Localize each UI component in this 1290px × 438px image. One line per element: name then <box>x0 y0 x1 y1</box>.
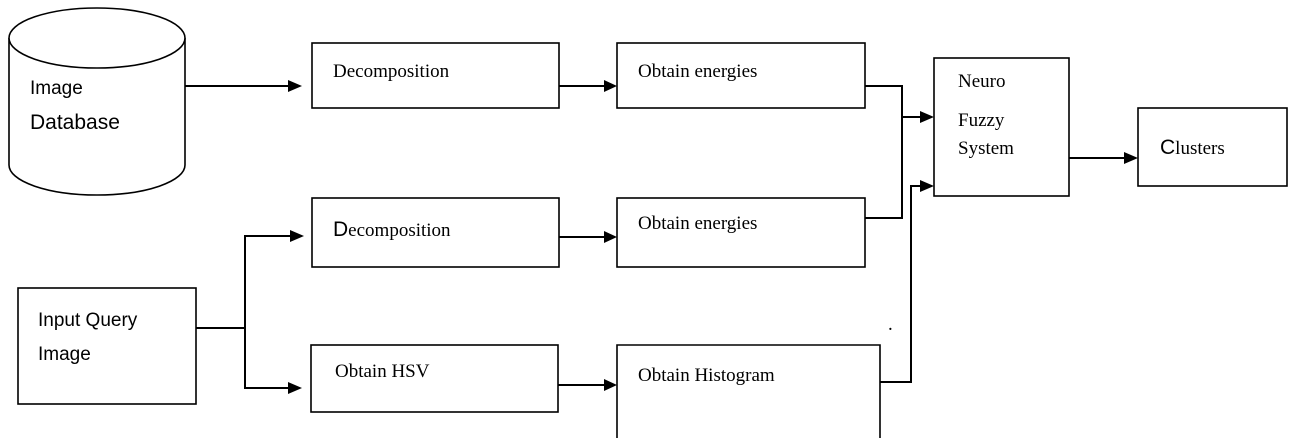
edge-energies-bottom-to-neuro-fuzzy <box>865 117 903 219</box>
decomposition-top-node: Decomposition <box>311 42 560 109</box>
image-database-label-line1: Image <box>30 78 83 99</box>
edge-decomposition-to-energies-bottom <box>559 231 617 243</box>
decomposition-top-label: Decomposition <box>333 61 450 82</box>
edge-decomposition-to-energies-top <box>559 80 617 92</box>
obtain-histogram-node: Obtain Histogram <box>616 344 881 438</box>
decomposition-bottom-label: Decomposition <box>333 218 451 241</box>
decomposition-bottom-node: Decomposition <box>311 197 560 268</box>
edge-energies-top-to-neuro-fuzzy <box>865 85 934 123</box>
edge-database-to-decomposition <box>185 80 302 92</box>
edge-input-to-hsv <box>244 328 302 394</box>
obtain-energies-bottom-node: Obtain energies <box>616 197 866 268</box>
edge-neuro-fuzzy-to-clusters <box>1069 152 1138 164</box>
clusters-label-rest: lusters <box>1175 138 1225 159</box>
decomposition-bottom-rest: ecomposition <box>348 220 451 241</box>
clusters-label: Clusters <box>1160 136 1225 159</box>
neuro-fuzzy-system-node: Neuro Fuzzy System <box>933 57 1070 197</box>
obtain-hsv-node: Obtain HSV <box>310 344 559 413</box>
neuro-fuzzy-line1: Neuro <box>958 71 1005 92</box>
clusters-node: Clusters <box>1137 107 1288 187</box>
neuro-fuzzy-line2: Fuzzy <box>958 110 1005 131</box>
obtain-hsv-label: Obtain HSV <box>335 361 430 382</box>
stray-dot: . <box>888 314 893 335</box>
obtain-energies-top-label: Obtain energies <box>638 61 757 82</box>
image-database-node: Image Database <box>8 7 186 196</box>
obtain-energies-bottom-label: Obtain energies <box>638 213 757 234</box>
input-query-image-node: Input Query Image <box>17 287 197 405</box>
edge-hsv-to-histogram <box>558 379 617 391</box>
edge-input-to-decomposition <box>196 230 304 329</box>
input-query-line1: Input Query <box>38 310 138 331</box>
obtain-histogram-label: Obtain Histogram <box>638 365 775 386</box>
edge-histogram-to-neuro-fuzzy <box>880 180 934 383</box>
image-database-label-line2: Database <box>30 111 120 134</box>
input-query-line2: Image <box>38 344 91 365</box>
obtain-energies-top-node: Obtain energies <box>616 42 866 109</box>
clusters-label-first-letter: C <box>1160 136 1175 159</box>
decomposition-bottom-first-letter: D <box>333 218 348 241</box>
neuro-fuzzy-line3: System <box>958 138 1014 159</box>
